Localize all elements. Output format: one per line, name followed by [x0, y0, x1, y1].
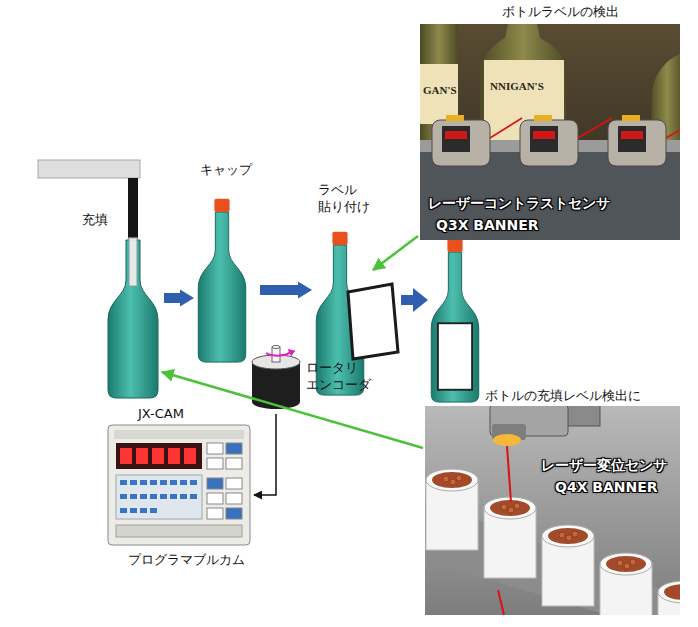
device-header [114, 430, 244, 439]
node-text: レーザーコントラストセンサ [428, 194, 610, 212]
device-footer [116, 525, 242, 537]
node-text: Q3X BANNER [436, 216, 539, 234]
photo-panel: ボトルの充填レベル検出にレーザー変位センサ Q4X BANNER [423, 386, 683, 618]
bottle-cap [214, 199, 229, 212]
node-label: ボトルラベルの検出 [502, 4, 619, 21]
connector-arrow [260, 285, 298, 295]
laser-beam [507, 446, 511, 502]
bottle-body [431, 252, 479, 402]
bottle-fill: 充填 [78, 210, 162, 400]
level-sensor-photo [425, 406, 680, 615]
label-sheet [348, 284, 398, 359]
bottle-cap [447, 239, 462, 252]
contrast-sensor [608, 115, 680, 166]
nozzle-bar [38, 160, 140, 178]
bottle-cap: キャップ [196, 160, 258, 365]
node-label: ボトルの充填レベル検出に [485, 388, 641, 405]
connector-arrow [162, 372, 423, 448]
node-label: ロータリ エンコーダ [306, 360, 371, 394]
bottle-cap [332, 232, 347, 245]
bottle [431, 239, 479, 402]
photo-ground [420, 24, 680, 240]
arrow-shaft [401, 295, 414, 305]
node-label: キャップ [200, 162, 252, 179]
contrast-sensor [520, 115, 612, 166]
bottle-label: ラベル 貼り付け [314, 180, 373, 395]
photo-panel: ボトルラベルの検出レーザーコントラストセンサ Q3X BANNER [418, 4, 682, 242]
rotary-encoder: ロータリ エンコーダ [248, 342, 388, 414]
nozzle-tip [129, 238, 137, 286]
arrow-head [413, 288, 428, 312]
pills [443, 475, 636, 569]
laser-beam [498, 590, 504, 615]
connector-arrow [164, 293, 180, 303]
device-case [108, 425, 250, 545]
device-display [116, 443, 202, 469]
nozzle-tip [129, 238, 137, 286]
programmable-cam-unit [108, 425, 250, 545]
jar [542, 525, 594, 606]
rotation-arrow [266, 350, 290, 356]
cam-controller: JX-CAM プログラマブルカム [104, 404, 254, 572]
displacement-sensor [490, 406, 600, 446]
shaft-top [272, 346, 280, 349]
jar [426, 469, 478, 550]
contrast-sensor [432, 115, 522, 166]
label-sensor-photo [420, 24, 680, 240]
bottle-label-text: NNIGAN'S [490, 80, 544, 92]
node-text: Q4X BANNER [555, 478, 658, 496]
filling-nozzle [38, 160, 140, 286]
node-label: JX-CAM [138, 406, 184, 423]
bottle-body [198, 212, 246, 362]
jar [484, 497, 536, 578]
nozzle-tube [128, 178, 138, 238]
node-label: ラベル 貼り付け [318, 182, 370, 216]
led-panel [116, 475, 202, 519]
device-keys [207, 443, 242, 519]
connector-arrow [373, 236, 418, 270]
bottle [198, 199, 246, 362]
bottle-label [438, 323, 472, 390]
jar [658, 581, 680, 615]
display-digits [120, 448, 196, 464]
flow-arrow [401, 288, 428, 312]
node-text: プログラマブルカム [128, 552, 245, 569]
connector-arrow [254, 414, 276, 495]
jar [600, 553, 652, 615]
node-text: レーザー変位センサ [541, 456, 667, 474]
bottle-label-text: GAN'S [423, 84, 457, 96]
led-row [120, 480, 197, 513]
node-label: 充填 [82, 212, 108, 229]
